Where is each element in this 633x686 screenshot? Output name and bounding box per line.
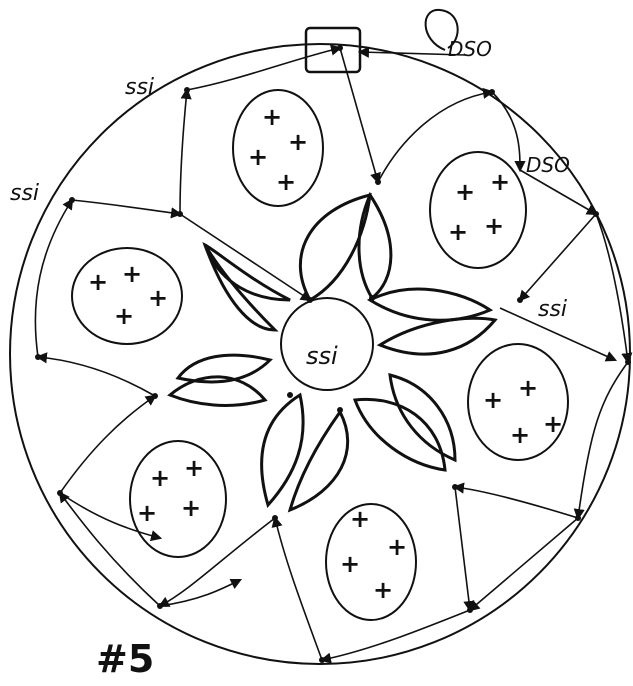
petal — [290, 412, 348, 510]
fixed-point-dot — [375, 179, 381, 185]
fixed-point-dot — [319, 657, 325, 663]
fixed-point-dot — [517, 297, 523, 303]
plus-mark: + — [543, 410, 563, 438]
plus-mark: + — [288, 128, 308, 156]
label-ssi-right: ssi — [538, 297, 567, 322]
flow-line — [322, 610, 470, 660]
plus-mark: + — [181, 494, 201, 522]
flow-line — [38, 357, 155, 396]
fixed-point-dot — [337, 45, 343, 51]
fixed-point-dot — [184, 87, 190, 93]
flow-line — [378, 92, 492, 182]
plus-mark: + — [350, 505, 370, 533]
fixed-point-dot — [177, 211, 183, 217]
plus-mark: + — [448, 218, 468, 246]
petal — [380, 318, 495, 354]
label-ssi-top-left: ssi — [125, 75, 154, 100]
fixed-point-dot — [575, 515, 581, 521]
fixed-point-dot — [369, 295, 375, 301]
petal — [390, 375, 455, 460]
plus-mark: + — [137, 499, 157, 527]
flow-line — [60, 396, 155, 493]
plus-mark: + — [387, 533, 407, 561]
fixed-point-dot — [152, 393, 158, 399]
flow-line — [578, 362, 628, 518]
fixed-point-dot — [272, 515, 278, 521]
plus-mark: + — [150, 464, 170, 492]
flow-line — [455, 487, 470, 610]
flow-line — [35, 200, 72, 357]
plus-mark: + — [148, 284, 168, 312]
fixed-point-dot — [157, 603, 163, 609]
fixed-point-dot — [287, 392, 293, 398]
plus-mark: + — [518, 374, 538, 402]
plus-mark: + — [340, 550, 360, 578]
plus-mark: + — [184, 454, 204, 482]
label-dso-right: DSO — [526, 153, 570, 177]
plus-mark: + — [484, 212, 504, 240]
plus-mark: + — [455, 178, 475, 206]
flow-line — [455, 487, 578, 518]
flow-line — [180, 90, 187, 214]
plus-mark: + — [276, 168, 296, 196]
plus-mark: + — [373, 576, 393, 604]
figure-number-label: #5 — [96, 637, 154, 681]
plus-mark: + — [114, 302, 134, 330]
petal — [359, 195, 391, 298]
plus-mark: + — [262, 103, 282, 131]
fixed-point-dot — [625, 359, 631, 365]
plus-mark: + — [122, 260, 142, 288]
fixed-point-dot — [337, 407, 343, 413]
flow-line — [520, 214, 596, 300]
fixed-point-dot — [57, 490, 63, 496]
plus-mark: + — [510, 421, 530, 449]
plus-mark: + — [248, 143, 268, 171]
fixed-point-dot — [593, 211, 599, 217]
fixed-point-dot — [69, 197, 75, 203]
label-ssi-center: ssi — [306, 342, 338, 370]
plus-mark: + — [490, 168, 510, 196]
label-ssi-left: ssi — [10, 181, 39, 206]
fixed-point-dot — [467, 607, 473, 613]
fixed-point-dot — [35, 354, 41, 360]
plus-mark: + — [88, 268, 108, 296]
flow-line — [492, 92, 520, 170]
fixed-point-dot — [452, 484, 458, 490]
flow-line — [187, 48, 340, 90]
plus-mark: + — [483, 386, 503, 414]
label-dso-top: DSO — [448, 37, 492, 61]
petal — [370, 289, 490, 320]
flow-line — [275, 518, 322, 660]
flow-line — [180, 214, 310, 300]
flow-line — [72, 200, 180, 214]
flow-line — [160, 580, 240, 606]
fixed-point-dot — [489, 89, 495, 95]
oval-top-right — [430, 152, 526, 268]
fixed-point-dot — [307, 297, 313, 303]
flow-line — [470, 518, 578, 610]
